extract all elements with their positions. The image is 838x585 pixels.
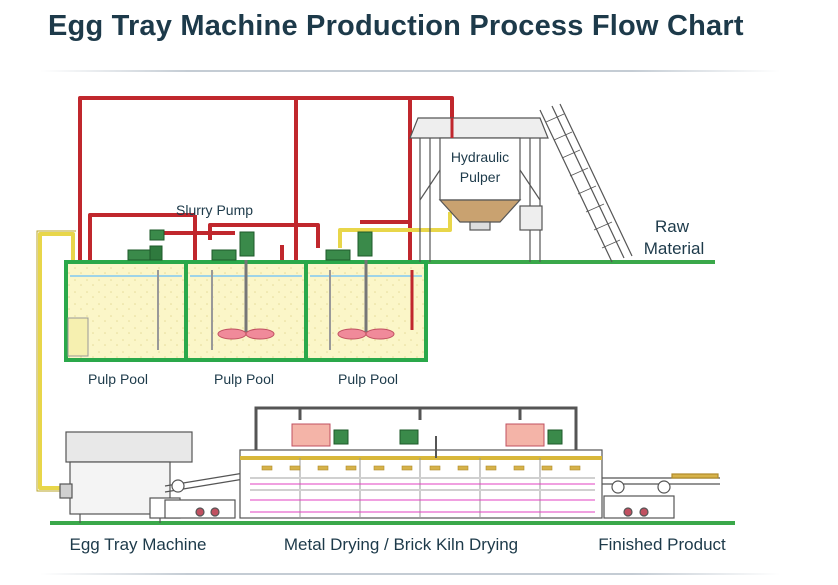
feed-conveyor-left <box>164 471 251 519</box>
pulp-pool-2-label: Pulp Pool <box>214 371 274 387</box>
footer-divider <box>40 573 780 575</box>
pulp-pool-2 <box>184 260 308 362</box>
hydraulic-pulper-label: Hydraulic <box>451 149 509 165</box>
finished-product-label: Finished Product <box>598 535 726 554</box>
raw-material-label-line2: Material <box>644 239 704 258</box>
discharge-conveyor-right <box>600 473 720 519</box>
hydraulic-pulper-label-line2: Pulper <box>460 169 501 185</box>
drying-line <box>239 449 603 519</box>
slurry-pump-1 <box>127 245 163 261</box>
slurry-pump-2 <box>149 229 165 241</box>
pulp-pool-1 <box>64 260 188 362</box>
yellow-return-pipe <box>38 212 452 490</box>
agitator-motor-2 <box>211 231 255 261</box>
egg-tray-machine <box>59 431 193 523</box>
pulp-pool-1-label: Pulp Pool <box>88 371 148 387</box>
burner-right <box>505 423 563 447</box>
egg-tray-machine-label: Egg Tray Machine <box>69 535 206 554</box>
slurry-pump-label: Slurry Pump <box>176 202 253 218</box>
burner-left <box>291 423 349 447</box>
drying-label: Metal Drying / Brick Kiln Drying <box>284 535 518 554</box>
pulp-pool-3-label: Pulp Pool <box>338 371 398 387</box>
hydraulic-pulper <box>409 117 549 262</box>
pulp-pool-3 <box>304 260 428 362</box>
raw-material-conveyor <box>539 103 633 263</box>
hot-air-ducts <box>254 406 578 450</box>
red-pipe-network <box>78 96 454 270</box>
raw-material-label: Raw <box>655 217 690 236</box>
fan-center <box>399 429 437 458</box>
page-title: Egg Tray Machine Production Process Flow… <box>48 10 744 42</box>
agitator-motor-3 <box>325 231 373 261</box>
title-divider <box>40 70 780 72</box>
